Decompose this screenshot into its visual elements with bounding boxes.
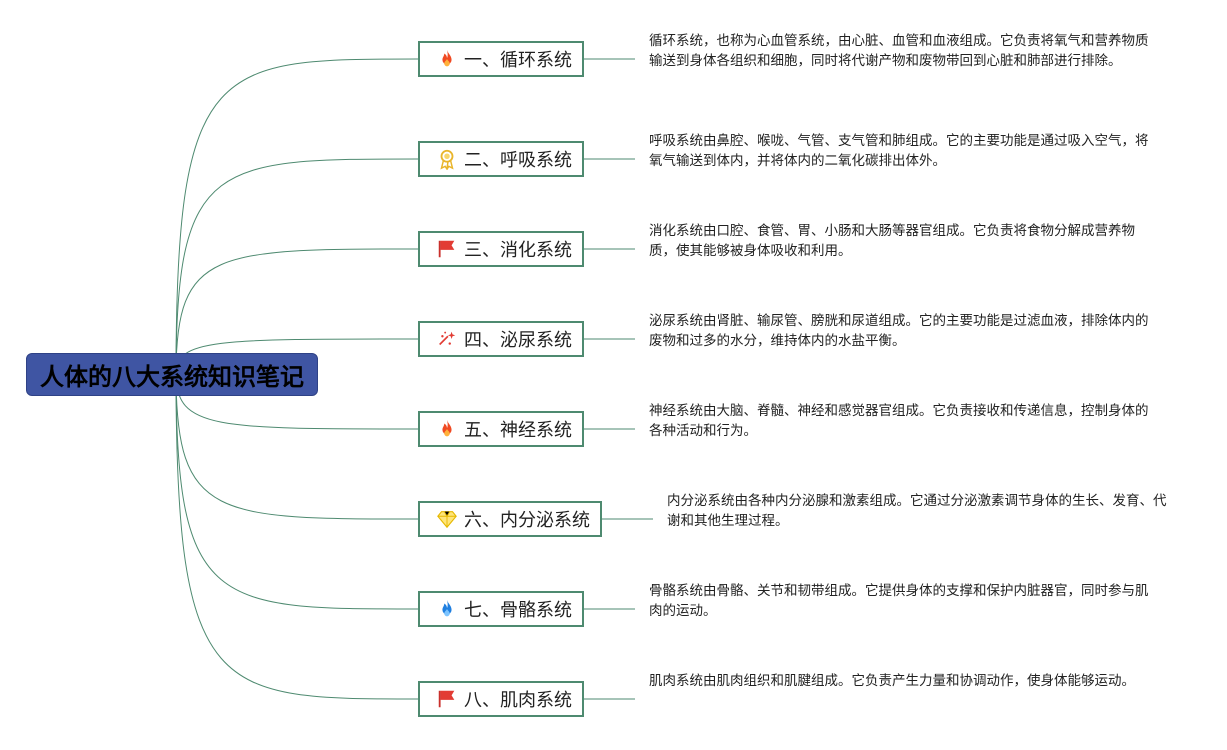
topic-description-2: 呼吸系统由鼻腔、喉咙、气管、支气管和肺组成。它的主要功能是通过吸入空气，将氧气输… [649,133,1149,169]
fire-icon [436,418,458,440]
topic-label: 八、肌肉系统 [464,690,572,711]
red-flag-icon [436,238,458,260]
topic-label: 一、循环系统 [464,50,572,71]
topic-node-6[interactable]: 六、内分泌系统 [418,501,602,537]
branch-curve-8 [175,373,419,700]
red-flag-icon [436,688,458,710]
sparkle-icon [436,328,458,350]
topic-description-7: 骨骼系统由骨骼、关节和韧带组成。它提供身体的支撑和保护内脏器官，同时参与肌肉的运… [649,583,1149,619]
topic-label: 五、神经系统 [464,420,572,441]
topic-description-5: 神经系统由大脑、脊髓、神经和感觉器官组成。它负责接收和传递信息，控制身体的各种活… [649,403,1149,439]
topic-label: 二、呼吸系统 [464,150,572,171]
topic-label: 七、骨骼系统 [464,600,572,621]
root-topic[interactable]: 人体的八大系统知识笔记 [26,353,318,396]
topic-label: 四、泌尿系统 [464,330,572,351]
topic-node-4[interactable]: 四、泌尿系统 [418,321,584,357]
branch-curve-2 [175,158,419,375]
topic-description-4: 泌尿系统由肾脏、输尿管、膀胱和尿道组成。它的主要功能是过滤血液，排除体内的废物和… [649,313,1149,349]
topic-node-5[interactable]: 五、神经系统 [418,411,584,447]
branch-curve-3 [175,248,419,375]
topic-label: 三、消化系统 [464,240,572,261]
topic-node-1[interactable]: 一、循环系统 [418,41,584,77]
topic-node-8[interactable]: 八、肌肉系统 [418,681,584,717]
branch-curve-7 [175,373,419,610]
topic-node-2[interactable]: 二、呼吸系统 [418,141,584,177]
topic-description-1: 循环系统，也称为心血管系统，由心脏、血管和血液组成。它负责将氧气和营养物质输送到… [649,33,1149,69]
fire-icon [436,48,458,70]
topic-description-8: 肌肉系统由肌肉组织和肌腱组成。它负责产生力量和协调动作，使身体能够运动。 [649,673,1135,689]
medal-icon [436,148,458,170]
branch-curve-1 [175,58,419,375]
topic-description-6: 内分泌系统由各种内分泌腺和激素组成。它通过分泌激素调节身体的生长、发育、代谢和其… [667,493,1167,529]
topic-node-3[interactable]: 三、消化系统 [418,231,584,267]
topic-label: 六、内分泌系统 [464,510,590,531]
blue-flame-icon [436,598,458,620]
topic-description-3: 消化系统由口腔、食管、胃、小肠和大肠等器官组成。它负责将食物分解成营养物质，使其… [649,223,1135,259]
branch-curve-6 [175,373,419,520]
diamond-icon [436,508,458,530]
topic-node-7[interactable]: 七、骨骼系统 [418,591,584,627]
